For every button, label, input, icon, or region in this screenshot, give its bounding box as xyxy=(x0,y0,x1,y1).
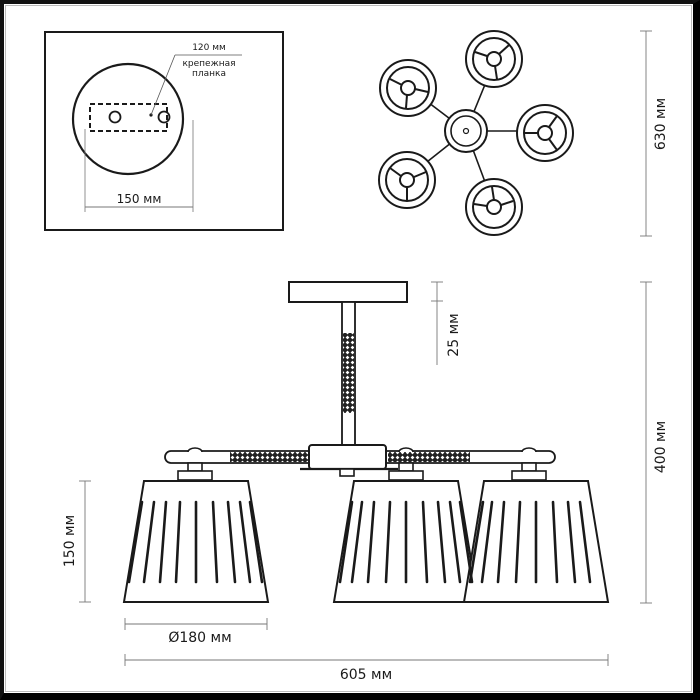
inner-frame-line xyxy=(5,5,692,692)
total-height-dimension xyxy=(640,281,652,604)
side-view-diagram xyxy=(122,281,610,603)
total-height-label: 400 мм xyxy=(653,421,669,473)
plate-caption-line1: крепежная xyxy=(182,59,235,69)
plate-width-label: 120 мм xyxy=(192,43,226,53)
shade-diameter-label: Ø180 мм xyxy=(168,630,231,646)
stem-adjust-label: 25 мм xyxy=(446,313,462,356)
top-view-height-dimension xyxy=(640,30,652,237)
total-width-dimension xyxy=(124,654,609,666)
canopy-diameter-label: 150 мм xyxy=(117,192,162,206)
plate-caption-line2: планка xyxy=(192,69,226,79)
top-view-height-label: 630 мм xyxy=(653,98,669,150)
shade-height-dimension xyxy=(79,480,91,603)
shade-height-label: 150 мм xyxy=(62,515,78,567)
top-view-diagram xyxy=(378,30,574,236)
canopy-circle-diagram xyxy=(71,54,242,212)
total-width-label: 605 мм xyxy=(340,667,392,683)
stem-adjust-dimension xyxy=(431,281,443,365)
shade-diameter-dimension xyxy=(124,618,268,630)
